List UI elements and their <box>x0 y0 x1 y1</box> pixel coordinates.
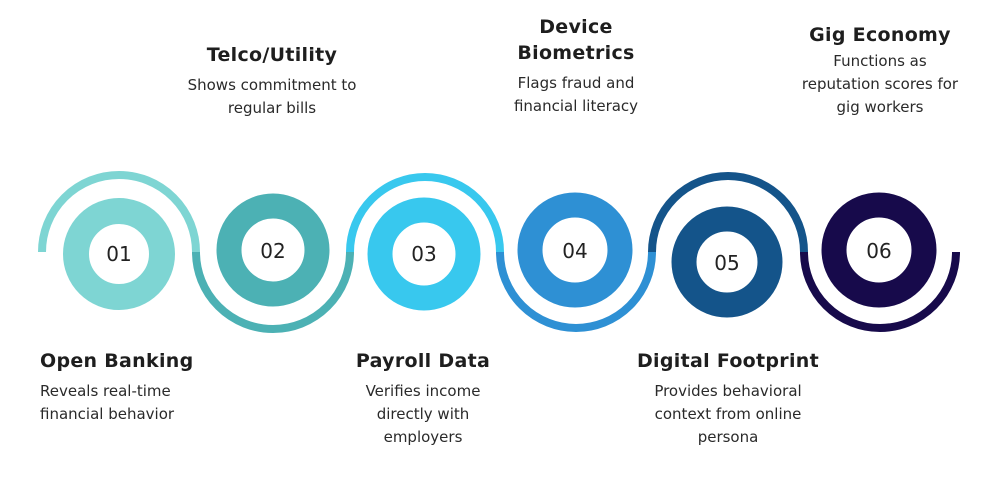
arc-04 <box>496 251 656 332</box>
svg-text:03: 03 <box>411 242 436 266</box>
step-description: Reveals real-time financial behavior <box>40 382 175 423</box>
arc-02 <box>192 251 354 333</box>
svg-text:04: 04 <box>562 239 587 263</box>
arc-03 <box>346 173 504 253</box>
step-label-03: Payroll Data Verifies income directly wi… <box>333 348 513 449</box>
step-description: Shows commitment to regular bills <box>187 76 357 117</box>
step-title: Device Biometrics <box>517 16 635 64</box>
svg-text:01: 01 <box>106 242 131 266</box>
step-ring-03: 03 <box>367 197 481 311</box>
step-title: Gig Economy <box>809 24 951 46</box>
step-label-02: Telco/Utility Shows commitment to regula… <box>162 42 382 120</box>
step-description: Verifies income directly with employers <box>365 382 481 446</box>
step-ring-06: 06 <box>821 192 937 308</box>
step-ring-04: 04 <box>517 192 633 308</box>
step-description: Flags fraud and financial literacy <box>513 74 639 115</box>
arc-06 <box>800 251 960 332</box>
step-ring-02: 02 <box>216 193 330 307</box>
step-description: Functions as reputation scores for gig w… <box>801 52 959 116</box>
step-ring-01: 01 <box>63 198 175 310</box>
svg-text:06: 06 <box>866 239 891 263</box>
step-description: Provides behavioral context from online … <box>654 382 802 446</box>
step-label-05: Digital Footprint Provides behavioral co… <box>618 348 838 449</box>
step-title: Digital Footprint <box>636 350 820 372</box>
svg-text:05: 05 <box>714 251 739 275</box>
arc-05 <box>648 172 808 253</box>
step-title: Payroll Data <box>355 350 491 372</box>
svg-text:02: 02 <box>260 239 285 263</box>
step-ring-05: 05 <box>671 206 783 318</box>
step-label-04: Device Biometrics Flags fraud and financ… <box>476 14 676 118</box>
step-label-01: Open Banking Reveals real-time financial… <box>40 348 240 426</box>
arc-01 <box>38 171 200 253</box>
step-title: Telco/Utility <box>206 44 338 66</box>
step-title: Open Banking <box>40 350 194 372</box>
step-label-06: Gig Economy Functions as reputation scor… <box>775 22 985 119</box>
